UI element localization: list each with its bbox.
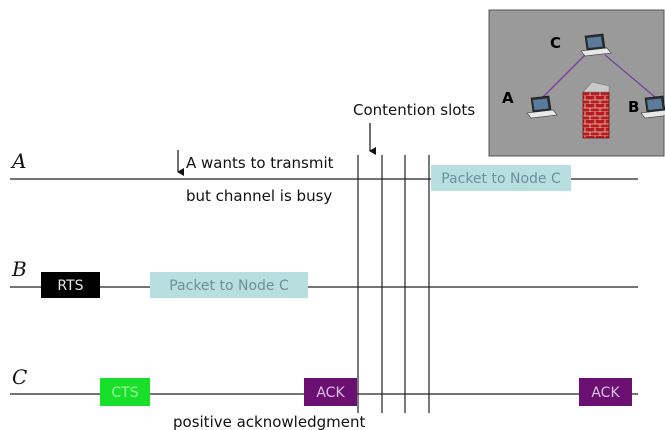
row-label-a: A [10,149,26,173]
ack-frame-1: ACK [304,378,357,406]
packet-frame-b: Packet to Node C [150,272,308,298]
ack-frame-2: ACK [579,378,632,406]
link-c-a [541,54,586,99]
cts-frame: CTS [100,378,150,406]
row-label-b: B [11,257,27,281]
brick-wall-icon [582,81,610,139]
ack-block-1 [304,378,357,406]
laptop-icon [580,33,612,57]
packet-frame-a: Packet to Node C [431,165,571,191]
busy-note-line1: A wants to transmit [186,154,334,172]
contention-slot-lines [357,155,430,413]
contention-note: Contention slots [353,101,475,119]
link-c-b [604,54,656,98]
laptop-icon [640,95,665,119]
packet-label-a: Packet to Node C [441,171,561,187]
row-label-c: C [12,365,27,389]
busy-note-line2: but channel is busy [186,187,332,205]
inset-label-c: C [550,34,561,52]
packet-label-b: Packet to Node C [169,278,289,294]
laptop-icon [526,95,558,119]
inset-label-a: A [502,89,514,107]
positive-ack-note: positive acknowledgment [173,413,365,430]
inset-background [488,9,665,157]
topology-inset: C A B [488,9,665,157]
packet-block-a [431,165,571,191]
rts-block [41,272,100,298]
cts-block [100,378,150,406]
ack-block-2 [579,378,632,406]
cts-label: CTS [111,385,138,401]
rts-label: RTS [57,278,83,294]
rts-frame: RTS [41,272,100,298]
packet-block-b [150,272,308,298]
inset-label-b: B [628,98,639,116]
ack-label-2: ACK [591,385,620,401]
ack-label-1: ACK [316,385,345,401]
